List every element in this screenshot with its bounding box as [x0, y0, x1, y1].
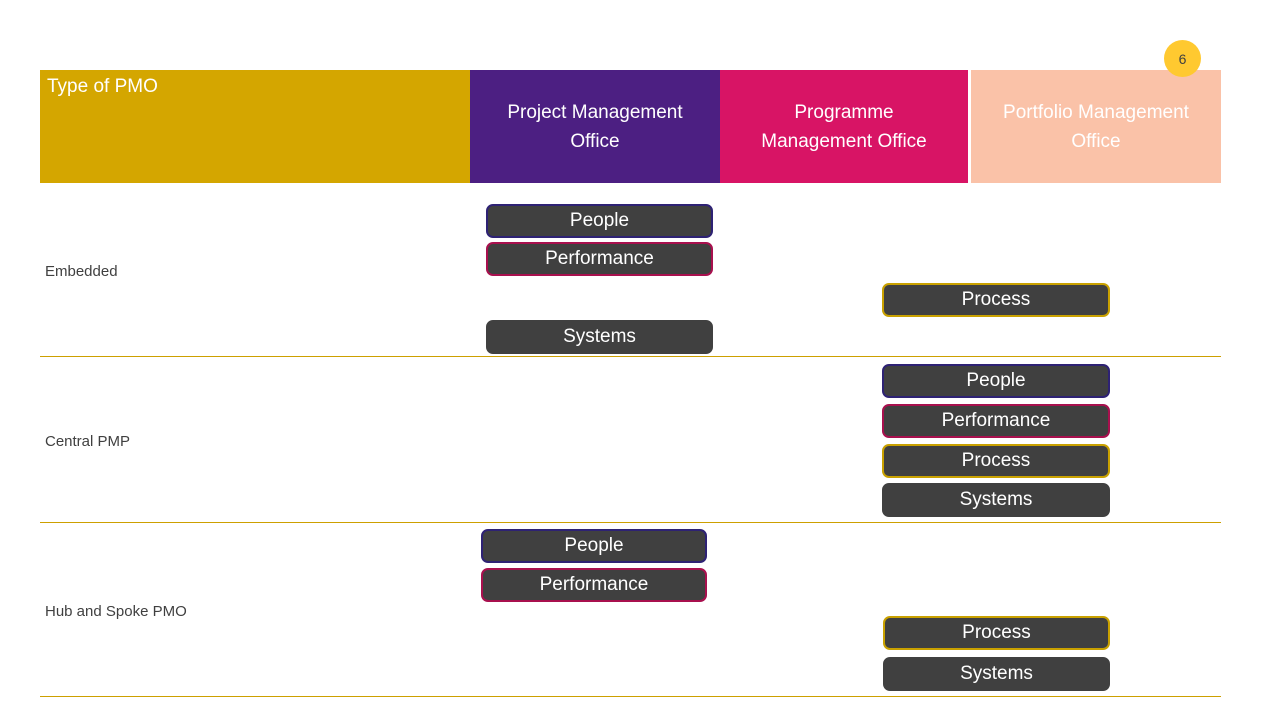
header-cell-project-management-office: Project Management Office [470, 70, 720, 183]
row-label-hub-and-spoke-pmo: Hub and Spoke PMO [45, 603, 187, 620]
hub-and-spoke-process-box: Process [883, 616, 1110, 650]
row-label-embedded: Embedded [45, 263, 118, 280]
embedded-performance-box: Performance [486, 242, 713, 276]
embedded-people-box: People [486, 204, 713, 238]
hub-and-spoke-performance-box: Performance [481, 568, 707, 602]
central-pmp-systems-box: Systems [882, 483, 1110, 517]
header-cell-programme-management-office: Programme Management Office [720, 70, 968, 183]
row-separator [40, 356, 1221, 357]
page-number-badge: 6 [1164, 40, 1201, 77]
central-pmp-performance-box: Performance [882, 404, 1110, 438]
hub-and-spoke-people-box: People [481, 529, 707, 563]
row-separator [40, 522, 1221, 523]
embedded-process-box: Process [882, 283, 1110, 317]
central-pmp-people-box: People [882, 364, 1110, 398]
row-label-central-pmp: Central PMP [45, 433, 131, 450]
header-cell-portfolio-management-office: Portfolio Management Office [971, 70, 1221, 183]
central-pmp-process-box: Process [882, 444, 1110, 478]
embedded-systems-box: Systems [486, 320, 713, 354]
header-cell-type-of-pmo: Type of PMO [40, 70, 470, 183]
hub-and-spoke-systems-box: Systems [883, 657, 1110, 691]
row-separator [40, 696, 1221, 697]
